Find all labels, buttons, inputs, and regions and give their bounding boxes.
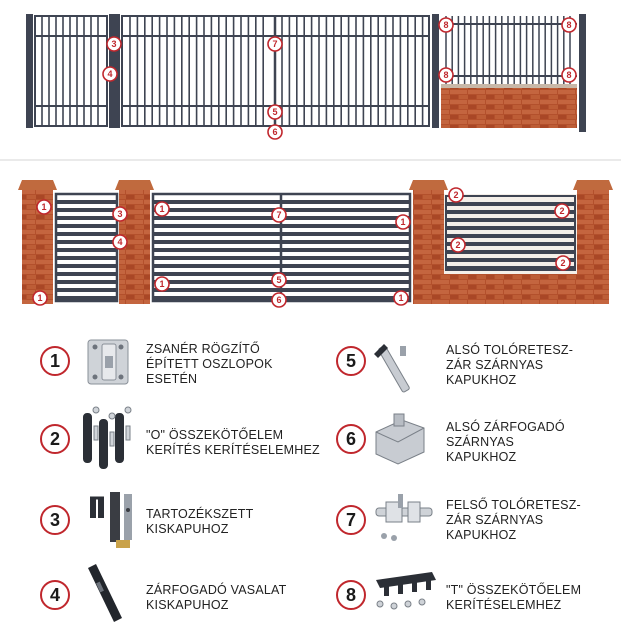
svg-text:1: 1	[159, 204, 164, 214]
fence-slat	[56, 232, 117, 236]
fence-slat	[446, 242, 575, 246]
fence-slat	[446, 210, 575, 214]
fence-slat	[446, 218, 575, 222]
bottom-keeper-icon	[375, 413, 425, 465]
fence-slat	[56, 240, 117, 244]
fence-slat	[153, 232, 410, 236]
fence-slat	[153, 200, 410, 204]
svg-text:8: 8	[566, 70, 571, 80]
fence-slat	[446, 226, 575, 230]
fence-slat	[56, 208, 117, 212]
svg-text:1: 1	[41, 202, 46, 212]
o-connector-icon	[83, 406, 132, 469]
fence-slat	[56, 216, 117, 220]
brick-pillar	[18, 180, 57, 304]
accessory-set-icon	[90, 492, 132, 548]
svg-text:8: 8	[443, 20, 448, 30]
fence-slat	[153, 224, 410, 228]
svg-text:4: 4	[117, 237, 122, 247]
brick-pillar	[573, 180, 613, 304]
post	[432, 14, 439, 128]
svg-text:1: 1	[159, 279, 164, 289]
t-connector-icon	[376, 572, 436, 610]
fence-slat	[56, 280, 117, 284]
svg-text:1: 1	[37, 293, 42, 303]
brick-base	[441, 84, 577, 128]
fence-slat	[153, 248, 410, 252]
hinge-plate-icon	[87, 339, 129, 385]
svg-text:2: 2	[455, 240, 460, 250]
svg-text:6: 6	[276, 295, 281, 305]
brick-pillar	[409, 180, 448, 304]
svg-text:1: 1	[400, 217, 405, 227]
svg-text:5: 5	[272, 107, 277, 117]
fence-slat	[56, 200, 117, 204]
bottom-badges: 1 1 3 4 1 1 7 5 6 1 1 2 2 2 2	[32, 187, 571, 308]
post	[26, 14, 33, 128]
fence-slat	[56, 272, 117, 276]
svg-text:5: 5	[276, 275, 281, 285]
svg-text:2: 2	[560, 258, 565, 268]
post	[579, 14, 586, 132]
bottom-bolt-icon	[374, 344, 410, 393]
svg-text:7: 7	[276, 210, 281, 220]
fence-slat	[446, 202, 575, 206]
svg-text:2: 2	[559, 206, 564, 216]
fence-slat	[153, 240, 410, 244]
svg-text:8: 8	[566, 20, 571, 30]
fence-slat	[153, 288, 410, 292]
fence-slat	[56, 264, 117, 268]
svg-text:3: 3	[111, 39, 116, 49]
bottom-fence	[18, 180, 613, 304]
fence-slat	[56, 288, 117, 292]
svg-text:6: 6	[272, 127, 277, 137]
svg-text:7: 7	[272, 39, 277, 49]
fence-slat	[56, 256, 117, 260]
svg-text:1: 1	[398, 293, 403, 303]
fence-slat	[153, 264, 410, 268]
fence-slat	[56, 296, 117, 300]
svg-text:8: 8	[443, 70, 448, 80]
fence-slat	[153, 256, 410, 260]
svg-text:3: 3	[117, 209, 122, 219]
top-bolt-icon	[375, 494, 433, 541]
svg-text:2: 2	[453, 190, 458, 200]
svg-text:4: 4	[107, 69, 112, 79]
top-fence	[26, 14, 586, 132]
top-badges: 3 4 7 5 6 8 8 8 8	[102, 17, 577, 140]
fence-slat	[56, 224, 117, 228]
lock-keeper-icon	[88, 564, 122, 622]
fence-slat	[56, 248, 117, 252]
fence-slat	[446, 234, 575, 238]
fence-slat	[446, 250, 575, 254]
fence-slat	[446, 258, 575, 262]
fence-slat	[446, 266, 575, 270]
wicket-frame	[34, 15, 108, 127]
